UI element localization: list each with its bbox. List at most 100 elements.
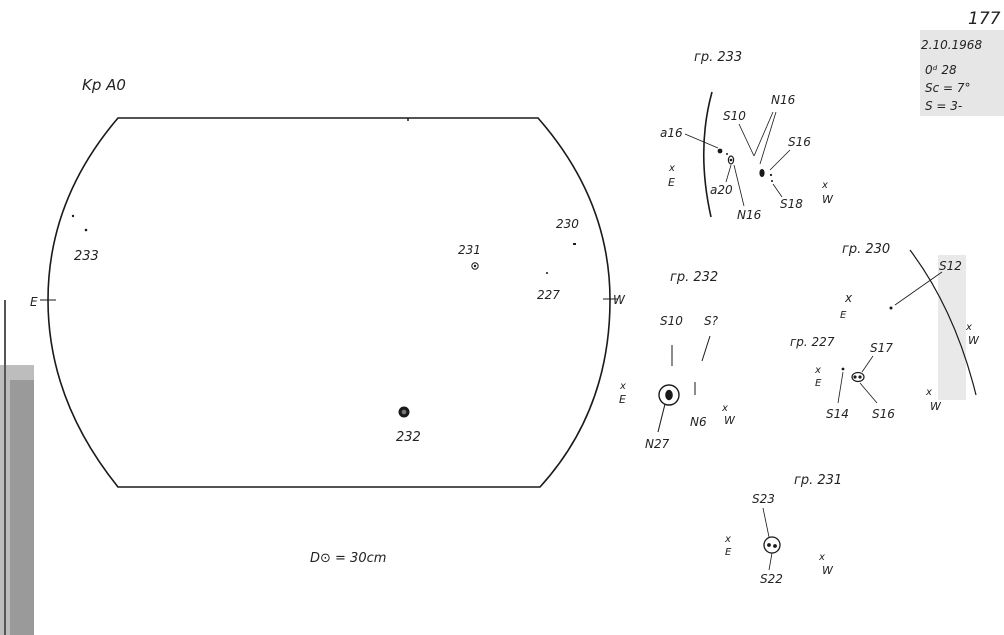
g231-leader-s22	[768, 552, 773, 571]
g231-penumbra	[763, 536, 781, 554]
g233-title: гр. 233	[694, 50, 742, 65]
g227-label-s17: S17	[870, 341, 893, 355]
g233-spot-small	[726, 153, 728, 155]
g233-spot-s18b	[771, 180, 773, 182]
g233-leader-a20	[725, 164, 732, 183]
g227-leader-s14	[837, 371, 844, 404]
g233-leader-s18	[772, 183, 783, 198]
g227-west-label: W	[930, 400, 942, 413]
group-230-label: 230	[556, 217, 579, 231]
detail-group-233: гр. 233 a16 S10 N16 S16 a20 N16 S18 x E …	[660, 50, 834, 222]
g233-label-a16: a16	[660, 126, 683, 140]
g230-title: гр. 230	[842, 242, 890, 257]
detail-group-227: гр. 227 S17 S14 S16 x E x W	[790, 335, 942, 421]
g227-leader-s17	[861, 355, 874, 373]
g231-label-s22: S22	[760, 572, 783, 586]
g232-label-n6: N6	[690, 415, 707, 429]
g231-umbra-a	[767, 543, 771, 547]
g230-leader-s12	[894, 271, 943, 306]
g232-penumbra	[658, 384, 680, 406]
g227-label-s16: S16	[872, 407, 895, 421]
g233-label-n16-bottom: N16	[737, 208, 762, 222]
disk-diameter: D⊙ = 30cm	[310, 551, 386, 566]
g233-west-mark: x	[821, 180, 828, 191]
g230-west-label: W	[968, 334, 980, 347]
g232-label-s10: S10	[660, 314, 683, 328]
g233-umbra-n16-bottom	[729, 158, 733, 162]
g233-limb	[702, 91, 713, 218]
group-232-umbra	[401, 409, 407, 415]
g230-west-mark: x	[965, 322, 972, 333]
group-232-label: 232	[396, 430, 421, 445]
g231-west-mark: x	[818, 552, 825, 563]
g233-label-s18: S18	[780, 197, 803, 211]
g233-leader-a16	[684, 133, 719, 149]
g232-east-mark: x	[619, 381, 626, 392]
group-227-spot	[546, 272, 548, 274]
seeing-sc: Sc = 7°	[925, 81, 971, 95]
group-233-label: 233	[74, 249, 99, 264]
header-box: 177 2.10.1968 0ᵈ 28 Sc = 7° S = 3-	[920, 9, 1004, 116]
disk-title: Kp A0	[82, 76, 126, 94]
g232-label-sq: S?	[704, 314, 719, 328]
g233-leader-n16-a	[753, 111, 774, 157]
observation-time: 0ᵈ 28	[925, 63, 957, 77]
g227-east-mark: x	[814, 365, 821, 376]
g230-label-s12: S12	[939, 259, 962, 273]
g227-east-label: E	[815, 378, 822, 389]
disk-west-label: W	[613, 293, 626, 307]
group-233-spot	[71, 214, 75, 218]
detail-group-231: гр. 231 S23 S22 x E x W	[724, 473, 842, 586]
solar-disk: Kp A0 E W 233 231 230 227 232 D⊙ = 30cm	[30, 76, 626, 566]
g231-umbra-b	[773, 544, 777, 548]
g233-east-label: E	[668, 176, 675, 189]
g231-west-label: W	[822, 564, 834, 577]
g232-east-label: E	[619, 393, 626, 406]
g232-leader-sq	[701, 335, 711, 362]
g230-east-label: E	[840, 310, 847, 321]
g227-umbra-b	[858, 375, 862, 379]
g233-label-s16: S16	[788, 135, 811, 149]
g230-spot	[889, 306, 893, 310]
g230-shade	[938, 255, 966, 400]
g233-label-s10: S10	[723, 109, 746, 123]
g233-spot-a16	[717, 148, 723, 154]
g227-spot-s14	[841, 367, 845, 371]
margin-stripe	[0, 300, 34, 635]
g227-spot-s16	[851, 371, 865, 383]
g231-label-s23: S23	[752, 492, 775, 506]
group-231-umbra	[473, 264, 477, 268]
observation-date: 2.10.1968	[921, 38, 982, 52]
g227-label-s14: S14	[826, 407, 849, 421]
g231-east-label: E	[725, 547, 732, 558]
g231-leader-s23	[762, 507, 770, 538]
g233-west-label: W	[822, 193, 834, 206]
group-233-spot	[84, 228, 88, 232]
g232-leader-n27	[657, 403, 666, 433]
g232-label-n27: N27	[645, 437, 670, 451]
g227-west-mark: x	[925, 387, 932, 398]
detail-group-230: гр. 230 S12 x E x W	[840, 242, 980, 400]
g233-leader-s16	[769, 149, 791, 171]
disk-east-label: E	[30, 295, 38, 309]
group-227-label: 227	[537, 288, 560, 302]
g231-title: гр. 231	[794, 473, 842, 488]
disk-outline	[47, 117, 611, 488]
g232-west-label: W	[724, 414, 736, 427]
group-231-spot	[471, 262, 479, 270]
g232-west-mark: x	[721, 403, 728, 414]
g233-label-n16-top: N16	[771, 93, 796, 107]
group-230-spot	[573, 243, 576, 245]
g230-east-mark: x	[844, 291, 853, 305]
g227-umbra-a	[853, 375, 857, 379]
g231-east-mark: x	[724, 534, 731, 545]
g232-title: гр. 232	[670, 270, 718, 285]
g232-umbra	[665, 389, 673, 401]
page-number: 177	[968, 9, 1001, 29]
g233-spot-n16-top	[759, 169, 765, 177]
group-231-label: 231	[458, 243, 481, 257]
g233-leader-n16-b	[759, 111, 777, 165]
detail-group-232: гр. 232 S10 S? N6 N27 x E x W	[619, 270, 736, 451]
g233-east-mark: x	[668, 163, 675, 174]
